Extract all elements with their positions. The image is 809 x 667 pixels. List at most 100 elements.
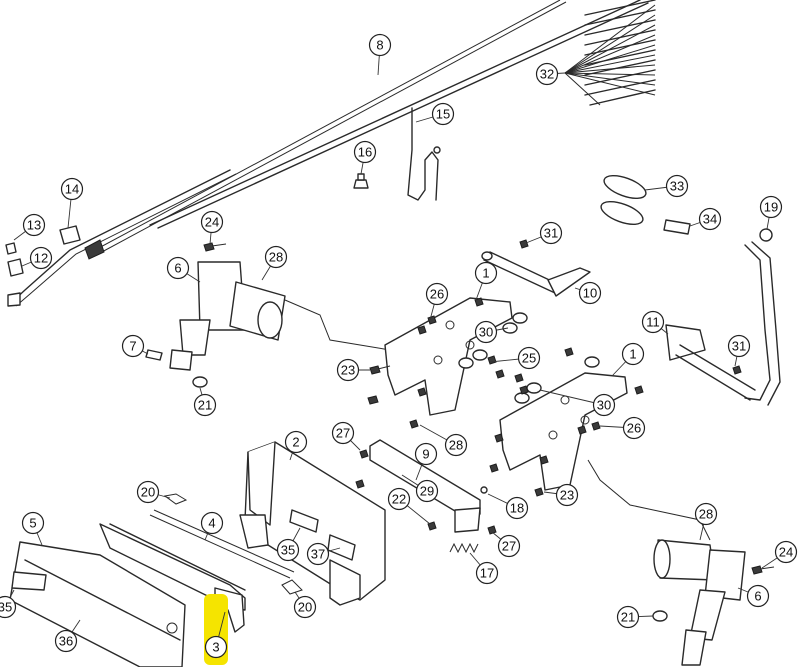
callout-circle [698,207,722,231]
callout-layer: 1123456678910111213141516171819202021212… [0,33,798,665]
callout-circle [665,174,689,198]
callout-9[interactable]: 9 [414,442,438,481]
callout-22[interactable]: 22 [387,487,431,525]
callout-number: 15 [436,107,450,122]
callout-number: 1 [629,347,636,362]
callout-circle [121,334,145,358]
callout-number: 21 [198,398,212,413]
callout-3[interactable]: 3 [204,611,228,659]
callout-21[interactable]: 21 [193,387,217,417]
callout-18[interactable]: 18 [487,493,529,520]
callout-6[interactable]: 6 [166,256,201,283]
callout-37[interactable]: 37 [306,542,341,566]
part-4-channel [99,509,295,611]
callout-35[interactable]: 35 [0,589,17,619]
part-33-pads [600,174,647,226]
callout-circle [539,221,563,245]
part-17-spring [449,542,479,554]
callout-number: 1 [482,266,489,281]
callout-31[interactable]: 31 [525,221,563,245]
callout-circle [474,320,498,344]
callout-5[interactable]: 5 [21,511,45,546]
callout-23[interactable]: 23 [336,358,371,382]
callout-circle [284,430,308,454]
callout-circle [276,538,300,562]
callout-32[interactable]: 32 [535,62,566,86]
callout-circle [517,346,541,370]
callout-24[interactable]: 24 [200,210,224,245]
callout-circle [54,629,78,653]
callout-14[interactable]: 14 [60,177,84,229]
callout-31[interactable]: 31 [727,334,751,367]
callout-4[interactable]: 4 [200,511,224,541]
callout-33[interactable]: 33 [644,174,689,198]
callout-19[interactable]: 19 [759,195,783,230]
callout-20[interactable]: 20 [293,591,317,619]
part-11-arm [665,241,781,406]
callout-circle [759,195,783,219]
callout-28[interactable]: 28 [694,502,718,541]
callout-circle [200,210,224,234]
callout-35[interactable]: 35 [276,527,301,562]
callout-28[interactable]: 28 [261,245,288,281]
callout-30[interactable]: 30 [474,320,509,344]
callout-8[interactable]: 8 [368,33,392,76]
callout-10[interactable]: 10 [574,281,602,305]
callout-16[interactable]: 16 [353,140,377,175]
callout-26[interactable]: 26 [425,282,449,321]
callout-circle [592,393,616,417]
callout-1[interactable]: 1 [474,261,498,301]
callout-number: 33 [670,179,684,194]
callout-circle [444,433,468,457]
callout-26[interactable]: 26 [599,416,646,440]
callout-number: 30 [597,398,611,413]
part-9-link-bar [369,439,481,533]
callout-7[interactable]: 7 [121,334,149,358]
callout-number: 26 [627,421,641,436]
callout-number: 9 [422,447,429,462]
callout-number: 28 [449,438,463,453]
callout-circle [200,511,224,535]
part-1-bracket-right [499,372,628,491]
callout-29[interactable]: 29 [401,474,439,503]
callout-12[interactable]: 12 [21,246,53,270]
part-16-fitting [353,173,369,189]
callout-25[interactable]: 25 [489,346,541,370]
part-5-housing [9,541,186,667]
callout-21[interactable]: 21 [616,605,654,629]
part-21-ring-right [652,610,668,622]
callout-number: 28 [269,250,283,265]
callout-28[interactable]: 28 [419,424,468,457]
callout-24[interactable]: 24 [761,540,798,569]
callout-number: 7 [129,339,136,354]
callout-36[interactable]: 36 [54,619,81,653]
callout-23[interactable]: 23 [543,483,579,507]
fasteners [203,239,775,575]
callout-20[interactable]: 20 [136,480,171,504]
callout-number: 26 [430,287,444,302]
callout-number: 19 [764,200,778,215]
part-6-actuator-right [587,459,746,666]
callout-30[interactable]: 30 [539,389,616,417]
callout-1[interactable]: 1 [611,342,645,377]
callout-number: 30 [479,325,493,340]
callout-number: 24 [779,545,793,560]
callout-11[interactable]: 11 [641,310,669,335]
part-10-rod [481,251,591,297]
callout-34[interactable]: 34 [689,207,722,231]
callout-circle [204,635,228,659]
callout-number: 6 [754,589,761,604]
callout-circle [727,334,751,358]
callout-17[interactable]: 17 [469,552,499,585]
callout-number: 20 [141,485,155,500]
callout-27[interactable]: 27 [491,531,521,558]
part-7-pin [145,349,163,361]
callout-27[interactable]: 27 [331,421,361,451]
callout-15[interactable]: 15 [415,102,455,126]
callout-13[interactable]: 13 [13,213,46,241]
part-8-cable [11,0,649,307]
callout-2[interactable]: 2 [284,430,308,461]
callout-6[interactable]: 6 [737,584,770,608]
callout-number: 12 [34,251,48,266]
